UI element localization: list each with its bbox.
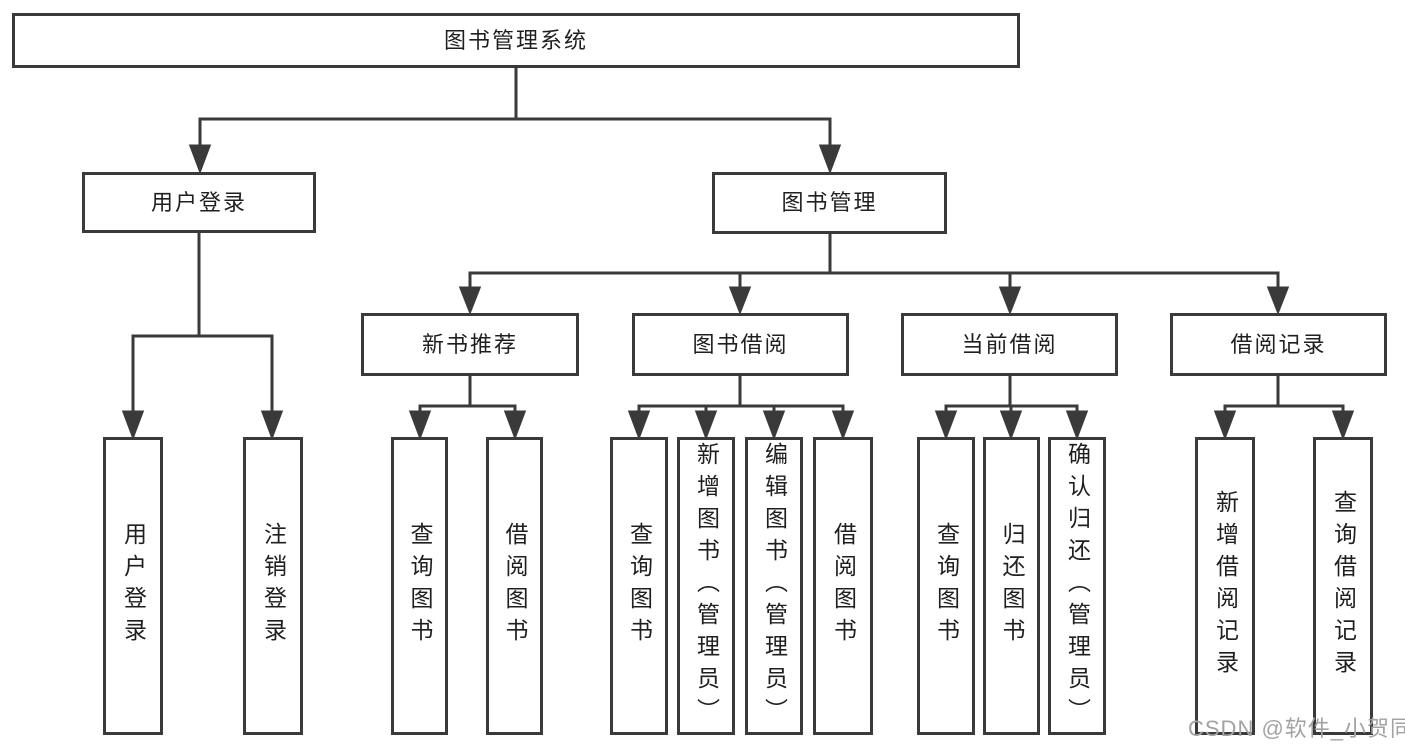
leaf-borrow-books-recommend-label: 借阅图书 <box>502 522 528 650</box>
node-root: 图书管理系统 <box>12 13 1020 68</box>
node-current-borrowing: 当前借阅 <box>901 313 1118 376</box>
node-borrowing-records: 借阅记录 <box>1170 313 1387 376</box>
leaf-return-books-label: 归还图书 <box>999 522 1025 650</box>
node-book-management-label: 图书管理 <box>781 190 878 215</box>
leaf-edit-books-admin: 编辑图书（管理员） <box>745 437 803 735</box>
leaf-borrow-books-borrowing: 借阅图书 <box>813 437 873 735</box>
leaf-query-borrow-record-label: 查询借阅记录 <box>1330 490 1357 682</box>
leaf-add-books-admin: 新增图书（管理员） <box>677 437 735 735</box>
leaf-edit-books-admin-label: 编辑图书（管理员） <box>761 442 788 730</box>
leaf-query-books-borrowing: 查询图书 <box>610 437 668 735</box>
leaf-add-borrow-record-label: 新增借阅记录 <box>1212 490 1239 682</box>
leaf-query-books-current: 查询图书 <box>917 437 975 735</box>
leaf-query-books-current-label: 查询图书 <box>933 522 960 650</box>
leaf-add-books-admin-label: 新增图书（管理员） <box>693 442 720 730</box>
leaf-confirm-return-admin: 确认归还（管理员） <box>1048 437 1106 735</box>
node-user-login: 用户登录 <box>82 172 316 233</box>
watermark: CSDN @软件_小贺同学 <box>1188 716 1405 741</box>
node-book-borrowing: 图书借阅 <box>632 313 849 376</box>
leaf-user-login: 用户登录 <box>103 437 163 735</box>
node-user-login-label: 用户登录 <box>150 189 247 215</box>
node-root-label: 图书管理系统 <box>443 27 588 53</box>
node-borrowing-records-label: 借阅记录 <box>1230 331 1327 357</box>
leaf-user-login-label: 用户登录 <box>120 522 147 650</box>
node-current-borrowing-label: 当前借阅 <box>961 331 1058 357</box>
leaf-add-borrow-record: 新增借阅记录 <box>1195 437 1255 735</box>
leaf-query-books-recommend: 查询图书 <box>391 437 448 735</box>
leaf-logout-label: 注销登录 <box>260 522 287 650</box>
leaf-query-books-borrowing-label: 查询图书 <box>626 522 653 650</box>
leaf-logout: 注销登录 <box>243 437 303 735</box>
node-book-borrowing-label: 图书借阅 <box>692 331 789 357</box>
leaf-return-books: 归还图书 <box>983 437 1040 735</box>
node-new-book-recommend-label: 新书推荐 <box>421 331 518 357</box>
node-new-book-recommend: 新书推荐 <box>361 313 579 376</box>
node-book-management: 图书管理 <box>712 172 947 234</box>
leaf-query-books-recommend-label: 查询图书 <box>407 522 433 650</box>
leaf-borrow-books-borrowing-label: 借阅图书 <box>830 522 857 650</box>
leaf-confirm-return-admin-label: 确认归还（管理员） <box>1064 442 1091 730</box>
leaf-borrow-books-recommend: 借阅图书 <box>486 437 543 735</box>
leaf-query-borrow-record: 查询借阅记录 <box>1313 437 1373 735</box>
